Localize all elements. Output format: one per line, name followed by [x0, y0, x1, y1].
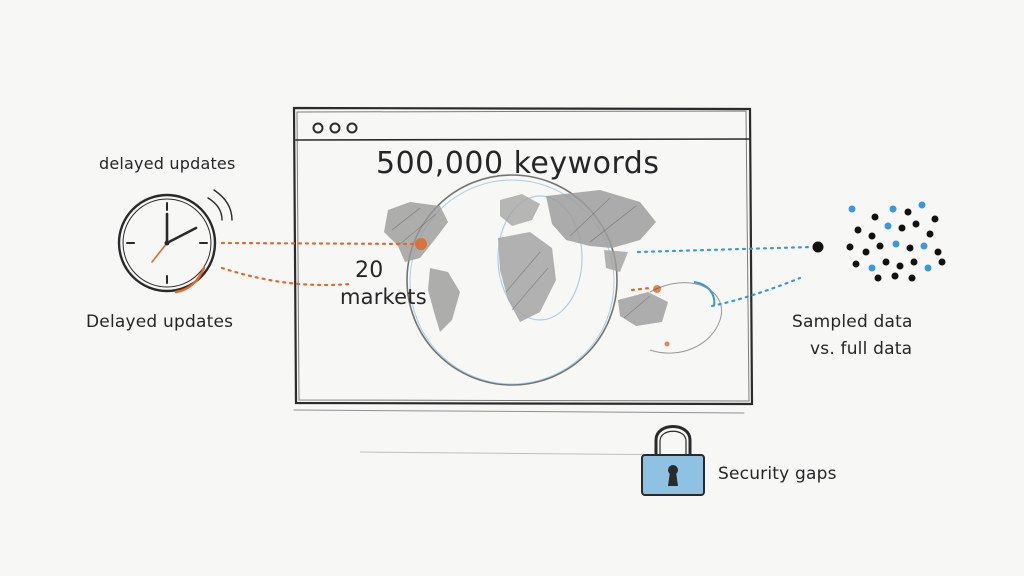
browser-dots-icon [312, 122, 358, 134]
lock-icon [641, 425, 705, 496]
clock-bottom-label: Delayed updates [86, 312, 234, 332]
markets-count-label: 20 [355, 258, 384, 283]
markets-word-label: markets [340, 285, 427, 309]
clock-icon [117, 189, 233, 294]
data-dots-icon [812, 201, 946, 282]
browser-window [292, 106, 754, 414]
full-data-label: vs. full data [810, 339, 913, 359]
clock-top-label: delayed updates [99, 154, 236, 173]
sampled-data-label: Sampled data [792, 312, 913, 332]
globe-icon [384, 174, 722, 386]
sketch-underlines [359, 451, 691, 456]
keywords-label: 500,000 keywords [376, 146, 660, 181]
connector-lines [220, 241, 814, 308]
security-label: Security gaps [718, 464, 837, 484]
